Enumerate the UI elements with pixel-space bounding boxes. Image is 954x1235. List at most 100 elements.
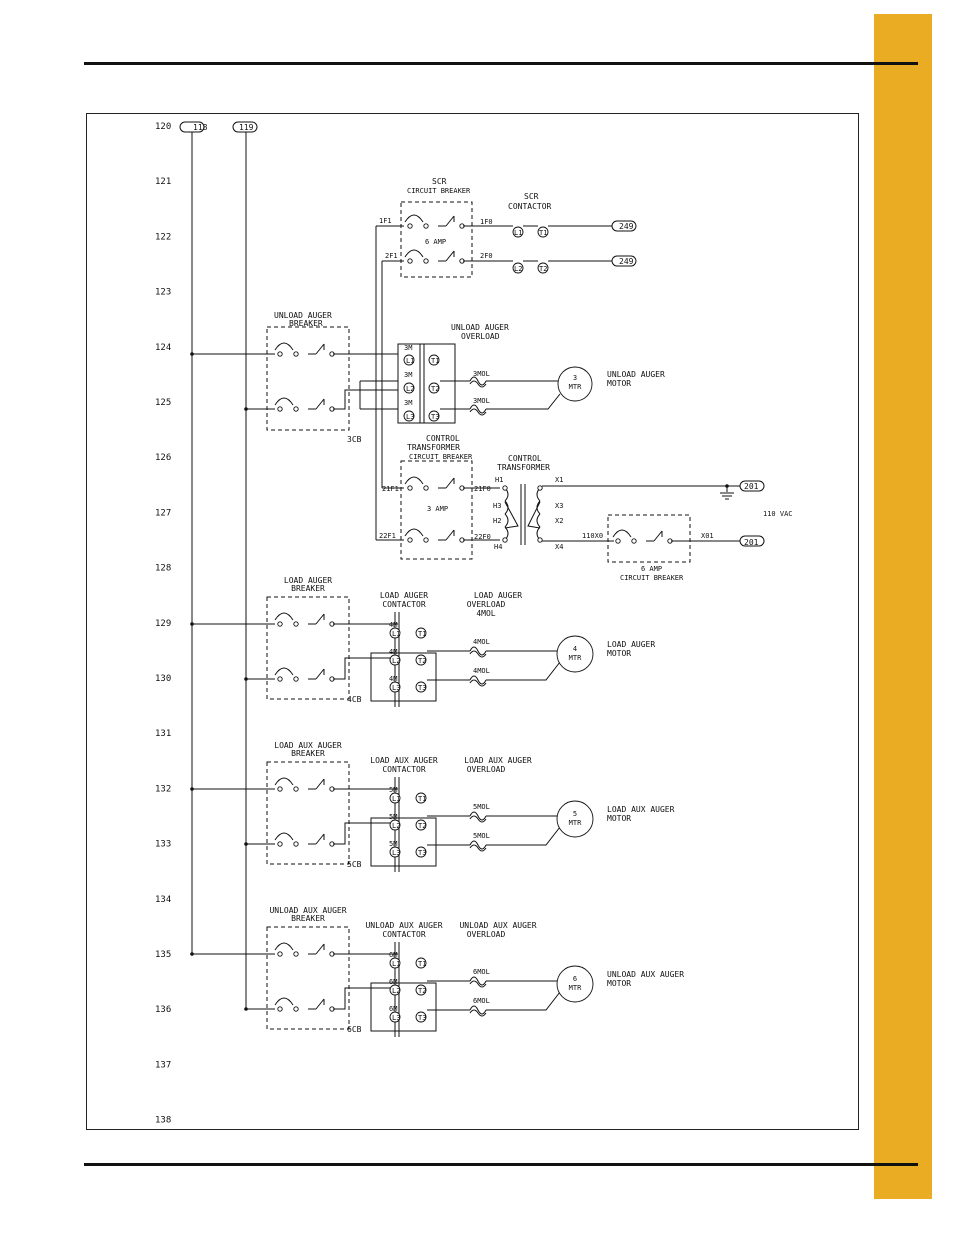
label-layer: 118 119 SCR CIRCUIT BREAKER 6 AMP SCR CO…: [193, 123, 793, 582]
wire-tag-201a-frame: [739, 480, 765, 492]
load-breaker-id: 4CB: [347, 695, 362, 704]
unload-breaker-id: 3CB: [347, 435, 362, 444]
terminal: [537, 537, 543, 543]
unload_aux-motor-mtr: MTR: [569, 984, 582, 992]
switch-blade: [315, 778, 325, 790]
unload_aux-overload-title2: OVERLOAD: [467, 930, 506, 939]
unload_aux-breaker-enclosure: [266, 926, 350, 1030]
load_aux-term-label: T2: [418, 822, 426, 830]
load_aux-breaker-enclosure: [266, 761, 350, 865]
scr-breaker-amp: 6 AMP: [425, 238, 446, 246]
load_aux-term-t1: [415, 792, 427, 804]
scr-t2: [537, 262, 549, 274]
terminal: [277, 1006, 283, 1012]
switch-blade: [445, 215, 455, 227]
unload-term-label: T1: [431, 357, 439, 365]
unload_aux-motor-desc2: MOTOR: [607, 979, 631, 988]
switch-blade: [653, 530, 663, 542]
unload-term-l2: [403, 382, 415, 394]
load_aux-term-label: T3: [418, 849, 426, 857]
load_aux-motor-desc1: LOAD AUX AUGER: [607, 805, 675, 814]
ctrl-cb-amp: 6 AMP: [641, 565, 662, 573]
load-mol-2: [469, 679, 487, 687]
line-number: 121: [155, 177, 171, 187]
line-number: 138: [155, 1116, 171, 1126]
unload_aux-term-label: L2: [392, 987, 400, 995]
load-mol-1: [469, 646, 487, 656]
terminal: [407, 258, 413, 264]
unload_aux-term-label: T2: [418, 987, 426, 995]
wire-label-21f1: 21F1: [382, 485, 399, 493]
unload-mol-2: [469, 404, 487, 414]
line-number: 132: [155, 784, 171, 794]
xfmr-h4: H4: [494, 543, 502, 551]
unload-term-t1: [428, 354, 440, 366]
scr-term-t2: T2: [539, 265, 547, 273]
unload_aux-mol-label-2: 6MOL: [473, 997, 490, 1005]
load_aux-mol-label-2: 5MOL: [473, 832, 490, 840]
unload_aux-breaker-id: 6CB: [347, 1025, 362, 1034]
unload_aux-breaker-pole-2: [274, 997, 294, 1006]
terminal: [293, 351, 299, 357]
ctrl-breaker-amp: 3 AMP: [427, 505, 448, 513]
xfmr-secondary-coil: [536, 513, 541, 528]
unload-motor-number: 3: [573, 374, 577, 382]
ctrl-fuse-enclosure: [607, 514, 691, 563]
xfmr-primary-coil: [504, 513, 509, 528]
scr-breaker-subtitle: CIRCUIT BREAKER: [407, 187, 471, 195]
load-breaker-title1: LOAD AUGER: [284, 576, 332, 585]
unload_aux-coil-label: 6M: [389, 978, 397, 986]
load-breaker-title2: BREAKER: [291, 584, 325, 593]
unload-mol-label-2: 3MOL: [473, 397, 490, 405]
load_aux-breaker-title2: BREAKER: [291, 749, 325, 758]
load-coil-label: 4M: [389, 621, 397, 629]
terminal: [293, 786, 299, 792]
unload-term-l3: [403, 410, 415, 422]
load_aux-coil-label: 5M: [389, 813, 397, 821]
load_aux-overload-title1: LOAD AUX AUGER: [464, 756, 532, 765]
unload_aux-motor-desc1: UNLOAD AUX AUGER: [607, 970, 684, 979]
unload_aux-mol-2: [469, 1005, 487, 1015]
terminal: [423, 537, 429, 543]
load-term-l3: [389, 681, 401, 693]
line-number: 129: [155, 619, 171, 629]
terminal: [293, 406, 299, 412]
line-number: 126: [155, 453, 171, 463]
unload_aux-breaker-title1: UNLOAD AUX AUGER: [269, 906, 346, 915]
load_aux-motor-mtr: MTR: [569, 819, 582, 827]
load-overload-title1: LOAD AUGER: [474, 591, 522, 600]
unload-mol-1: [469, 380, 487, 388]
unload_aux-overload-title1: UNLOAD AUX AUGER: [459, 921, 536, 930]
switch-blade: [315, 343, 325, 355]
terminal: [423, 485, 429, 491]
wire-label-22f0: 22F0: [474, 533, 491, 541]
vac-label: 110 VAC: [763, 510, 793, 518]
load_aux-term-label: T1: [418, 795, 426, 803]
load_aux-mol-label-1: 5MOL: [473, 803, 490, 811]
wire-tag-201b: 201: [744, 538, 759, 547]
unload_aux-contactor-title1: UNLOAD AUX AUGER: [365, 921, 442, 930]
unload-breaker-title1: UNLOAD AUGER: [274, 311, 332, 320]
terminal: [631, 538, 637, 544]
load_aux-term-label: L1: [392, 795, 400, 803]
terminal: [277, 676, 283, 682]
load-term-label: L3: [392, 684, 400, 692]
load-mol-2: [469, 675, 487, 685]
unload-contactor-box: [397, 343, 456, 424]
unload-wire-b: [333, 389, 398, 410]
switch-blade: [315, 998, 325, 1010]
load-contactor-title1: LOAD AUGER: [380, 591, 428, 600]
terminal: [293, 841, 299, 847]
wire-tag-201b-frame: [739, 535, 765, 547]
unload_aux-breaker-pole-1: [274, 942, 294, 951]
unload-overload-title1: UNLOAD AUGER: [451, 323, 509, 332]
load_aux-contactor-title2: CONTACTOR: [382, 765, 426, 774]
wire-label-2f0: 2F0: [480, 252, 493, 260]
load_aux-breaker-title1: LOAD AUX AUGER: [274, 741, 342, 750]
unload_aux-motor-number: 6: [573, 975, 577, 983]
unload_aux-coil-label: 6M: [389, 951, 397, 959]
line-number: 127: [155, 508, 171, 518]
unload_aux-mol-1: [469, 976, 487, 986]
load_aux-motor-desc2: MOTOR: [607, 814, 631, 823]
